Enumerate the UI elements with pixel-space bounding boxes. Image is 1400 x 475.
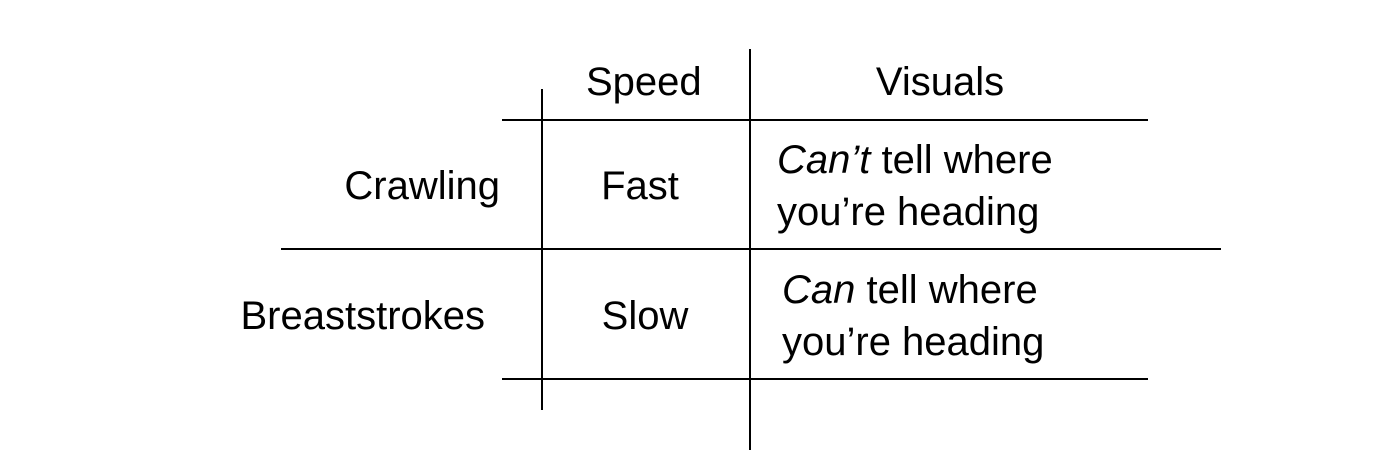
visuals-breaststrokes-emphasis: Can xyxy=(782,268,856,312)
row-label-breaststrokes: Breaststrokes xyxy=(240,294,485,338)
divider-row-2-bottom xyxy=(502,378,1148,380)
visuals-crawling-line-2: you’re heading xyxy=(777,190,1040,234)
row-label-crawling: Crawling xyxy=(344,164,500,208)
visuals-crawling-emphasis: Can’t xyxy=(777,138,871,182)
visuals-breaststrokes-line-1: Can tell where xyxy=(782,264,1044,316)
cell-visuals-breaststrokes: Can tell where you’re heading xyxy=(782,264,1044,368)
visuals-breaststrokes-line-2: you’re heading xyxy=(782,320,1045,364)
cell-visuals-crawling: Can’t tell where you’re heading xyxy=(777,134,1053,238)
divider-row-1-bottom xyxy=(281,248,1221,250)
column-header-visuals: Visuals xyxy=(875,60,1005,104)
cell-speed-breaststrokes: Slow xyxy=(601,294,689,338)
visuals-crawling-line-1: Can’t tell where xyxy=(777,134,1053,186)
divider-header-bottom xyxy=(502,119,1148,121)
visuals-breaststrokes-line-1-rest: tell where xyxy=(855,268,1038,312)
cell-speed-crawling: Fast xyxy=(601,164,679,208)
visuals-crawling-line-1-rest: tell where xyxy=(870,138,1053,182)
column-header-speed: Speed xyxy=(586,60,702,104)
